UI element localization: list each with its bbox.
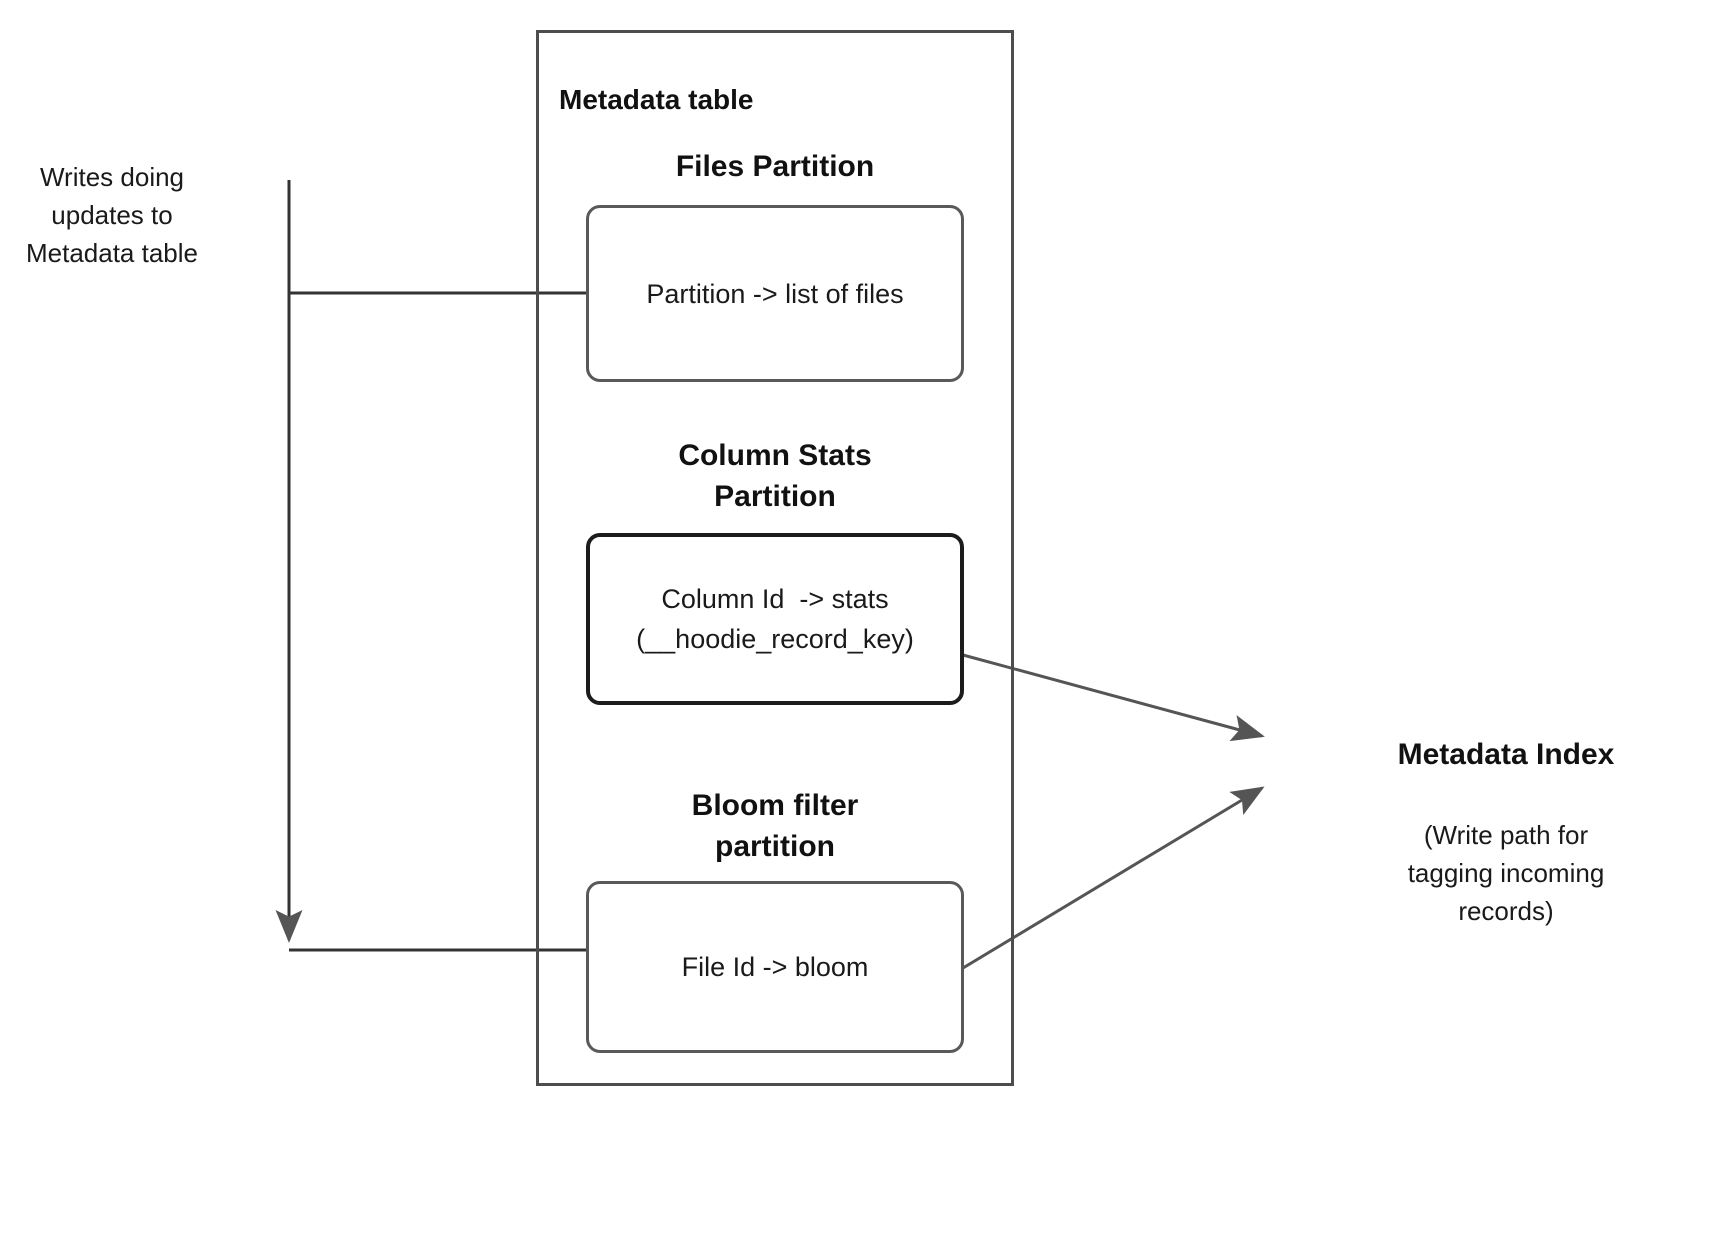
- bloom-filter-partition-box-text: File Id -> bloom: [681, 952, 869, 982]
- column-stats-partition-title: Column Stats Partition: [678, 439, 872, 513]
- metadata-index-title: Metadata Index: [1397, 738, 1615, 771]
- bloom-filter-partition-box[interactable]: File Id -> bloom: [586, 881, 964, 1053]
- files-partition-box-text: Partition -> list of files: [646, 278, 904, 309]
- files-partition-title: Files Partition: [675, 150, 875, 183]
- bloom-filter-partition-title: Bloom filter partition: [691, 789, 859, 863]
- metadata-table-label: Metadata table: [559, 84, 754, 115]
- column-stats-partition-box[interactable]: Column Id -> stats (__hoodie_record_key): [586, 533, 964, 705]
- files-partition-box[interactable]: Partition -> list of files: [586, 205, 964, 382]
- metadata-table-container: [536, 30, 1014, 1086]
- column-stats-partition-box-text: Column Id -> stats (__hoodie_record_key): [636, 584, 914, 654]
- metadata-index-caption: (Write path for tagging incoming records…: [1407, 820, 1605, 926]
- writes-source-label: Writes doing updates to Metadata table: [25, 162, 198, 268]
